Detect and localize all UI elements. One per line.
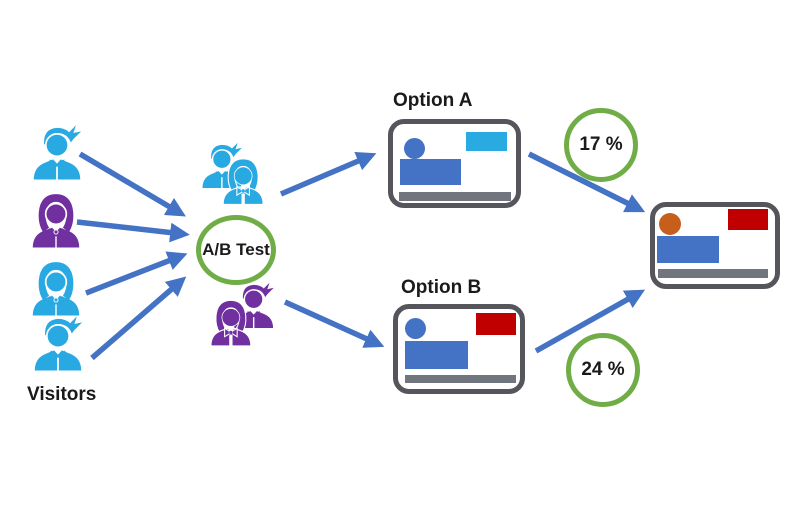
arrow-groupA-to-optionA (279, 151, 377, 197)
arrow-optionA-to-result (527, 151, 646, 213)
option-a-card (388, 119, 521, 208)
conversion-rate-a-badge: 17 % (564, 108, 638, 182)
arrow-visitor4-to-abtest (90, 276, 187, 361)
visitor-male-icon (26, 121, 88, 183)
ab-test-node: A/B Test (196, 215, 276, 285)
result-footer-bar (658, 269, 768, 278)
visitors-label: Visitors (27, 384, 97, 405)
result-page-card (650, 202, 780, 289)
page-a-avatar-dot (404, 138, 425, 159)
rate-b-value: 24 % (581, 359, 625, 380)
arrow-visitor2-to-abtest (76, 219, 190, 243)
result-content-block (657, 236, 719, 263)
group-b-people-pair-icon (210, 282, 275, 347)
visitor-female-icon (25, 257, 87, 319)
arrow-visitor1-to-abtest (78, 151, 186, 217)
page-b-content-block (405, 341, 468, 369)
arrow-groupB-to-optionB (283, 299, 385, 348)
page-a-footer-bar (399, 192, 511, 201)
page-b-footer-bar (405, 375, 516, 383)
conversion-rate-b-badge: 24 % (566, 333, 640, 407)
result-banner-red (728, 209, 768, 230)
option-b-label: Option B (401, 277, 482, 298)
page-a-banner-cyan (466, 132, 507, 151)
ab-test-label: A/B Test (202, 240, 270, 259)
option-a-label: Option A (393, 90, 473, 111)
page-b-avatar-dot (405, 318, 426, 339)
result-avatar-dot (659, 213, 681, 235)
rate-a-value: 17 % (579, 134, 623, 155)
arrow-visitor3-to-abtest (85, 251, 188, 296)
visitor-male-icon (27, 312, 89, 374)
group-a-people-pair-icon (201, 142, 264, 205)
page-a-content-block (400, 159, 461, 185)
arrow-optionB-to-result (534, 289, 646, 354)
option-b-card (393, 304, 525, 394)
page-b-banner-red (476, 313, 516, 335)
visitor-female-icon (25, 189, 87, 251)
